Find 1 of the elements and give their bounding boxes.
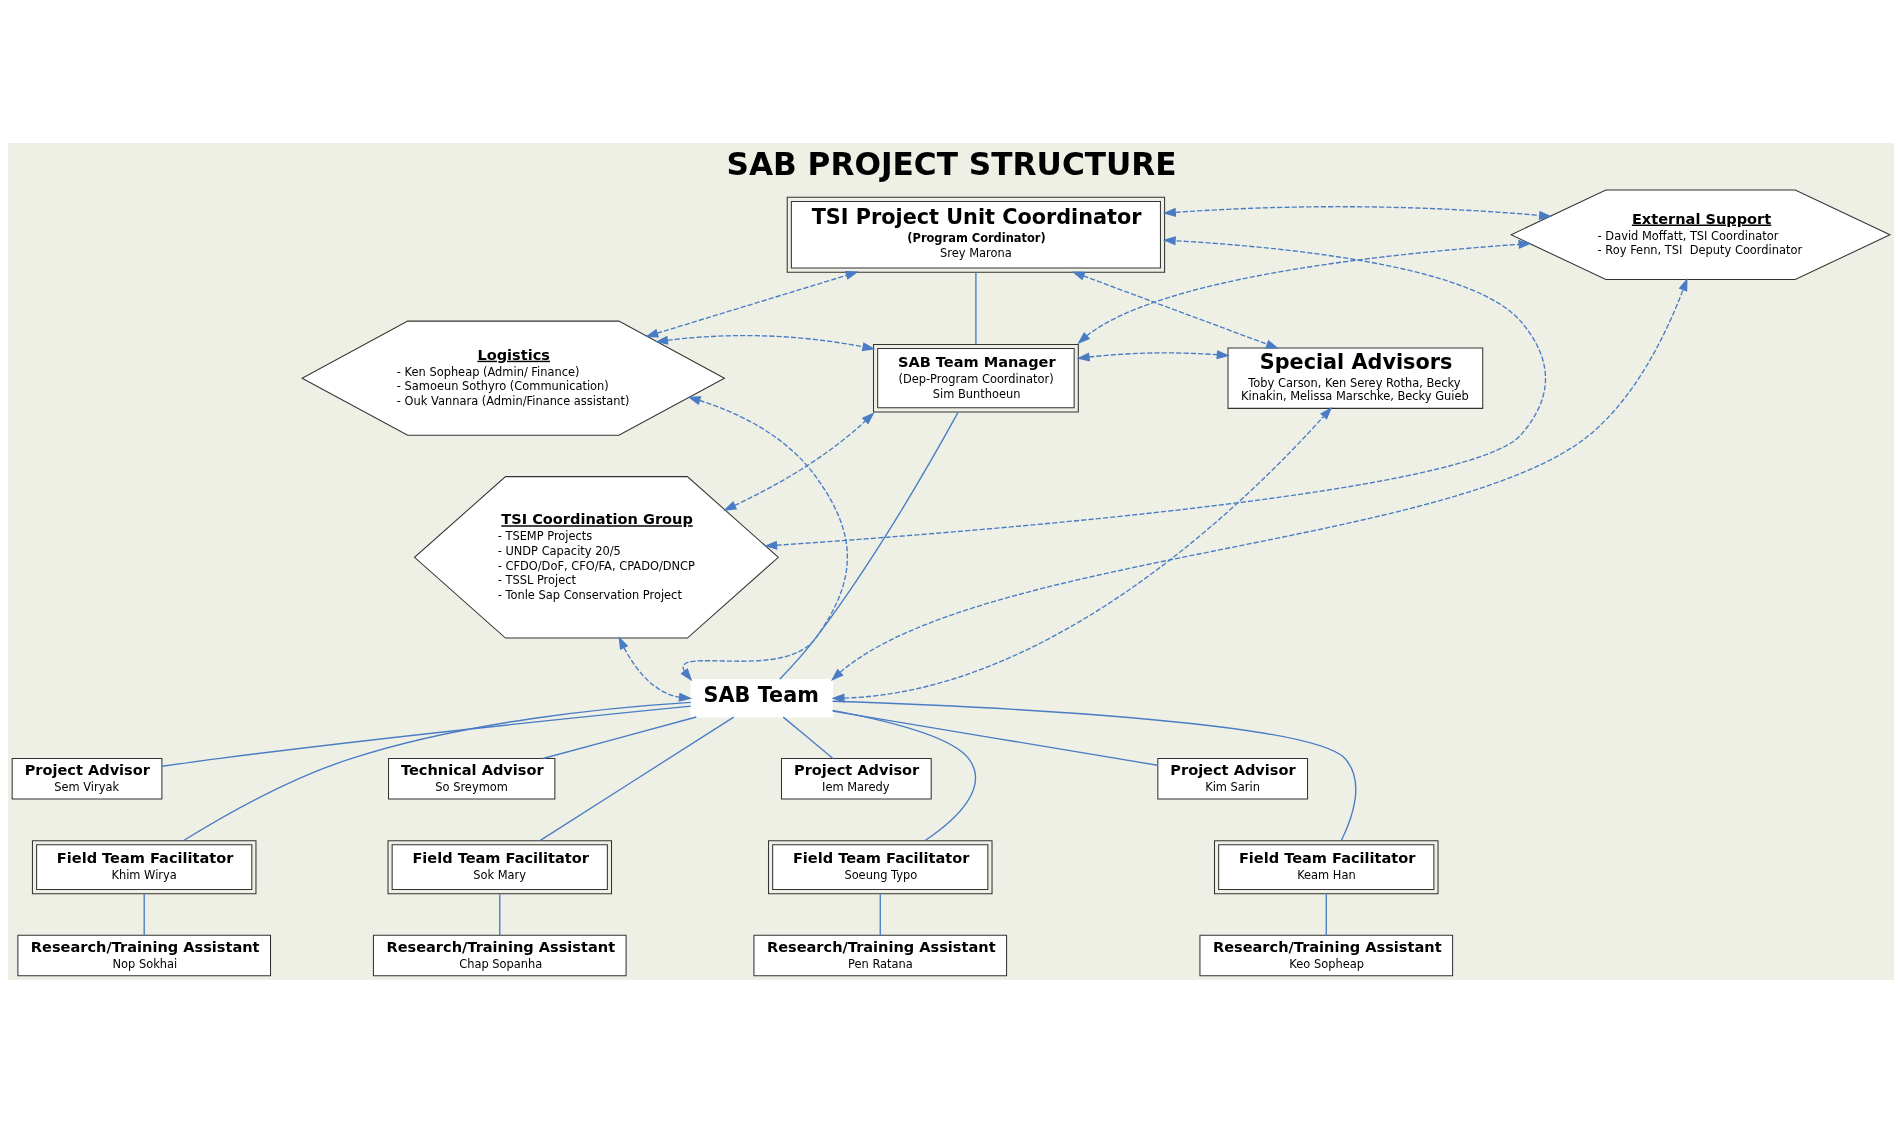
diagram-title: SAB PROJECT STRUCTURE (726, 145, 1177, 182)
